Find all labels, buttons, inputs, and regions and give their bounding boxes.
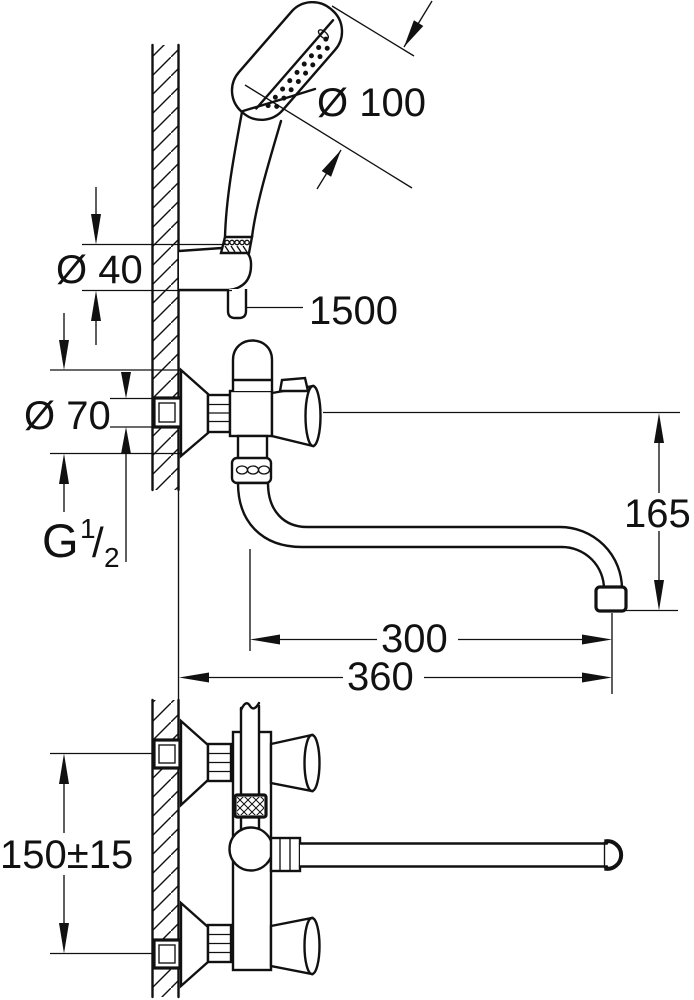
label-thread-g: G [42, 514, 79, 567]
hose-coupling-nut [233, 793, 268, 819]
handle-cone-plan-top [269, 733, 321, 793]
dim-spout-height: 165 [323, 411, 691, 612]
wall-union-plan-top [152, 738, 182, 770]
dim-connection-spacing: 150±15 [0, 752, 152, 955]
tub-spout-plan [269, 836, 624, 873]
mixer-plan-view [152, 701, 624, 989]
shower-handle-right-edge [250, 119, 283, 239]
head-handle-joint-line [241, 87, 317, 113]
hand-shower-assembly [178, 0, 344, 320]
escutcheon-side [179, 367, 210, 459]
shower-handle-left-edge [223, 110, 244, 239]
label-spout-height: 165 [624, 492, 691, 536]
dim-spout-reach-center: 300 [249, 549, 613, 694]
label-holder-diameter: Ø 40 [56, 248, 143, 292]
wall-union-plan-bottom [152, 938, 182, 970]
dim-escutcheon-diameter: Ø 70 [24, 313, 181, 512]
label-spout-reach-center: 300 [381, 617, 448, 661]
indicator-cap [278, 376, 310, 393]
dim-holder-diameter: Ø 40 [56, 187, 232, 345]
label-spout-reach-wall: 360 [347, 655, 414, 699]
label-thread-numerator: 1 [80, 513, 96, 544]
shower-head [230, 0, 344, 122]
connection-nut-plan-bottom [206, 923, 233, 964]
dim-thread-size: G 1 / 2 [42, 372, 154, 573]
wall-section [151, 43, 180, 999]
handle-cone-plan-bottom [269, 916, 321, 976]
spray-nozzle-dots [265, 36, 330, 109]
label-thread-slash: / [92, 519, 104, 566]
diverter-knob [231, 339, 274, 391]
dim-spout-reach-wall: 360 [179, 655, 612, 699]
handle-cone-side [270, 384, 322, 448]
label-thread-denominator: 2 [104, 542, 120, 573]
label-escutcheon-diameter: Ø 70 [24, 394, 111, 438]
hose-connector-stub [226, 289, 248, 320]
label-shower-head-diameter: Ø 100 [317, 81, 426, 125]
head-pivot-detail [317, 29, 330, 40]
connection-nut-side [206, 393, 232, 434]
dim-shower-head-diameter: Ø 100 [244, 0, 433, 190]
wall-union-side [152, 396, 183, 429]
connection-nut-plan-top [206, 742, 233, 783]
spout-neck [236, 434, 269, 462]
hose-break-symbol [239, 701, 261, 712]
escutcheon-plan-bottom [179, 900, 210, 989]
diverter-knob-plan [228, 826, 274, 872]
dim-hose-length: 1500 [247, 289, 398, 333]
label-connection-spacing: 150±15 [0, 833, 133, 877]
shower-hose-plan [233, 701, 268, 832]
escutcheon-plan-top [179, 718, 210, 808]
mixer-side-view [152, 339, 628, 613]
label-hose-length: 1500 [309, 289, 398, 333]
tub-spout-side [236, 481, 624, 591]
mixer-body-block [228, 389, 274, 438]
spout-outlet-plan [604, 839, 624, 871]
swivel-ring [230, 456, 273, 485]
spout-outlet-cap [594, 585, 628, 613]
